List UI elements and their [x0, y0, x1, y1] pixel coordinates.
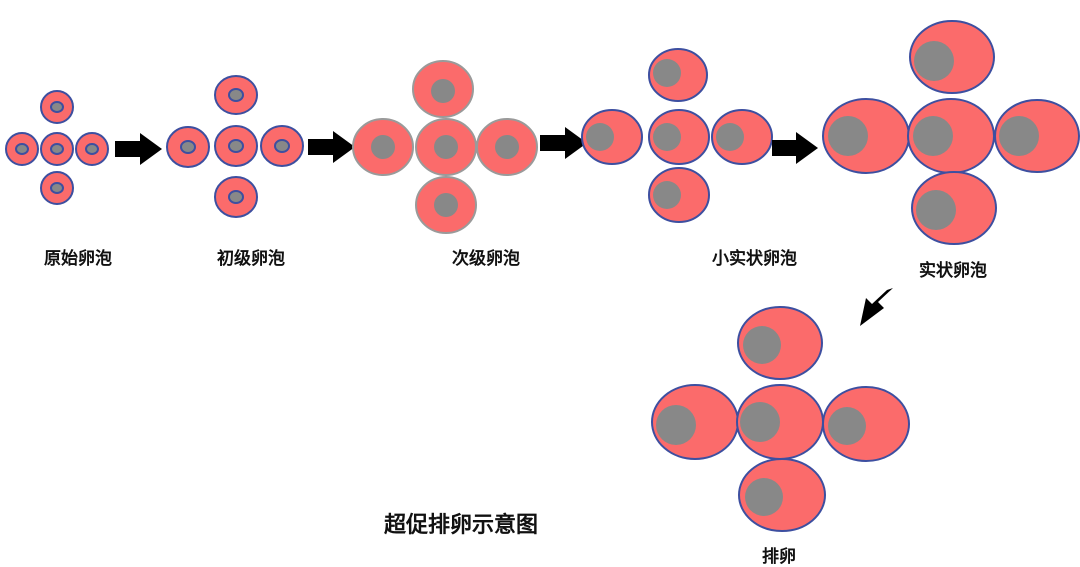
stage-secondary-follicles: [352, 60, 538, 234]
follicle: [75, 132, 109, 166]
follicle: [412, 60, 474, 118]
stage-label-primary: 初级卵泡: [217, 249, 285, 269]
arrow-right-icon: [115, 133, 162, 165]
stage-antral-follicles: [822, 20, 1080, 245]
follicle: [911, 171, 997, 245]
follicle: [737, 306, 823, 380]
follicle: [214, 176, 258, 218]
follicle: [648, 167, 710, 223]
follicle: [648, 109, 710, 165]
follicle: [909, 20, 995, 94]
follicle: [352, 118, 414, 176]
arrow-right-icon: [540, 127, 587, 159]
follicle: [214, 125, 258, 167]
arrow-down-left-icon: [860, 288, 893, 326]
follicle: [40, 132, 74, 166]
follicle: [415, 118, 477, 176]
follicle: [260, 125, 304, 167]
stage-label-ovulation: 排卵: [762, 547, 796, 567]
follicle: [711, 109, 773, 165]
follicle: [738, 458, 826, 532]
stage-primordial-follicles: [5, 90, 109, 205]
stage-label-antral: 实状卵泡: [919, 261, 987, 281]
follicle: [40, 90, 74, 124]
follicle: [476, 118, 538, 176]
stage-label-secondary: 次级卵泡: [452, 249, 520, 269]
follicle: [40, 171, 74, 205]
follicle: [581, 109, 643, 165]
stage-ovulation-follicles: [651, 306, 910, 532]
follicle: [415, 176, 477, 234]
stage-small-antral-follicles: [581, 48, 773, 223]
stage-label-small-antral: 小实状卵泡: [712, 249, 797, 269]
follicle: [5, 132, 39, 166]
follicle: [214, 75, 258, 115]
follicle: [736, 384, 824, 460]
follicle: [648, 48, 708, 102]
stage-label-primordial: 原始卵泡: [44, 249, 112, 269]
arrow-right-icon: [772, 132, 818, 164]
follicle: [166, 126, 210, 168]
stage-primary-follicles: [166, 75, 304, 218]
follicle: [994, 99, 1080, 173]
arrow-right-icon: [308, 131, 355, 163]
follicle: [651, 384, 739, 460]
follicle: [822, 98, 910, 174]
follicle: [822, 386, 910, 462]
follicle: [907, 98, 995, 174]
diagram-caption: 超促排卵示意图: [384, 513, 539, 538]
